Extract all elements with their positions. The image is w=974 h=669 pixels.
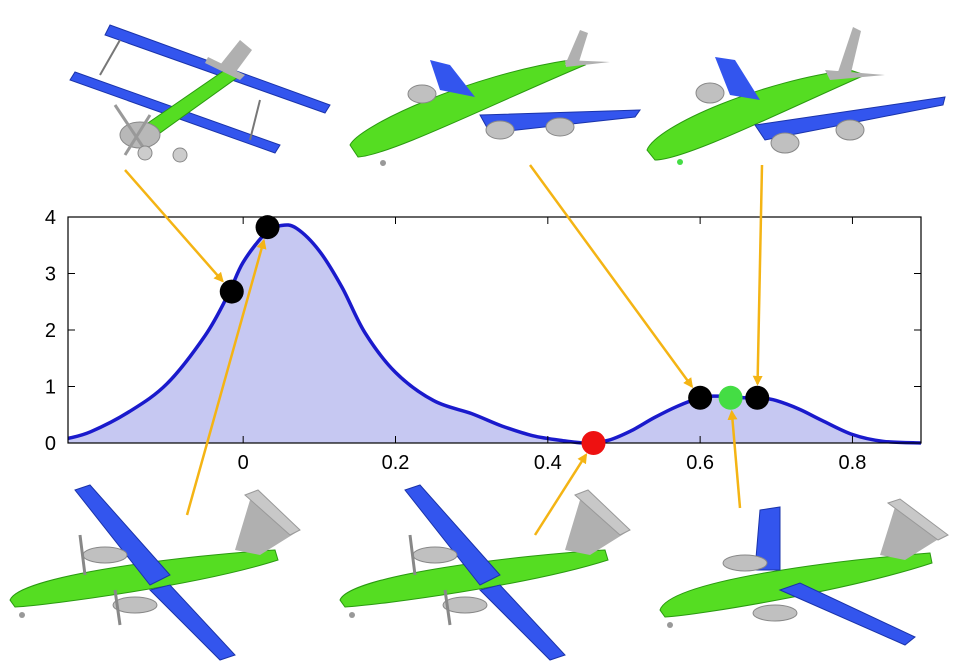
y-tick-label: 1 — [45, 377, 56, 399]
arrow — [528, 164, 694, 389]
y-tick-label: 2 — [45, 320, 56, 342]
turboprop-icon — [9, 484, 301, 661]
y-axis-ticks: 0 1 2 3 4 — [45, 207, 921, 455]
airliner-icon — [646, 27, 946, 165]
y-tick-label: 4 — [45, 207, 56, 229]
biplane-icon — [69, 24, 331, 163]
data-marker — [255, 215, 280, 240]
arrow — [185, 238, 267, 516]
data-marker — [745, 385, 770, 410]
airplane-thumbnails — [9, 24, 949, 661]
markers — [219, 215, 770, 455]
x-tick-label: 0 — [238, 452, 249, 474]
density-plot: 0 0.2 0.4 0.6 0.8 0 1 2 3 4 — [45, 207, 922, 474]
y-tick-label: 0 — [45, 433, 56, 455]
y-tick-label: 3 — [45, 264, 56, 286]
turboprop-icon — [659, 498, 949, 646]
data-marker — [718, 385, 743, 410]
turboprop-icon — [339, 484, 631, 661]
x-tick-label: 0.6 — [686, 452, 714, 474]
x-axis-ticks: 0 0.2 0.4 0.6 0.8 — [238, 217, 867, 474]
x-tick-label: 0.4 — [534, 452, 562, 474]
airliner-icon — [349, 30, 641, 166]
data-marker — [219, 279, 244, 304]
arrow — [533, 453, 588, 536]
density-area — [68, 224, 921, 443]
data-marker — [581, 431, 606, 455]
x-tick-label: 0.2 — [382, 452, 410, 474]
arrow — [727, 409, 742, 509]
x-tick-label: 0.8 — [839, 452, 867, 474]
data-marker — [688, 385, 713, 410]
arrow — [752, 164, 764, 386]
arrows — [124, 164, 764, 536]
arrow — [124, 169, 224, 283]
